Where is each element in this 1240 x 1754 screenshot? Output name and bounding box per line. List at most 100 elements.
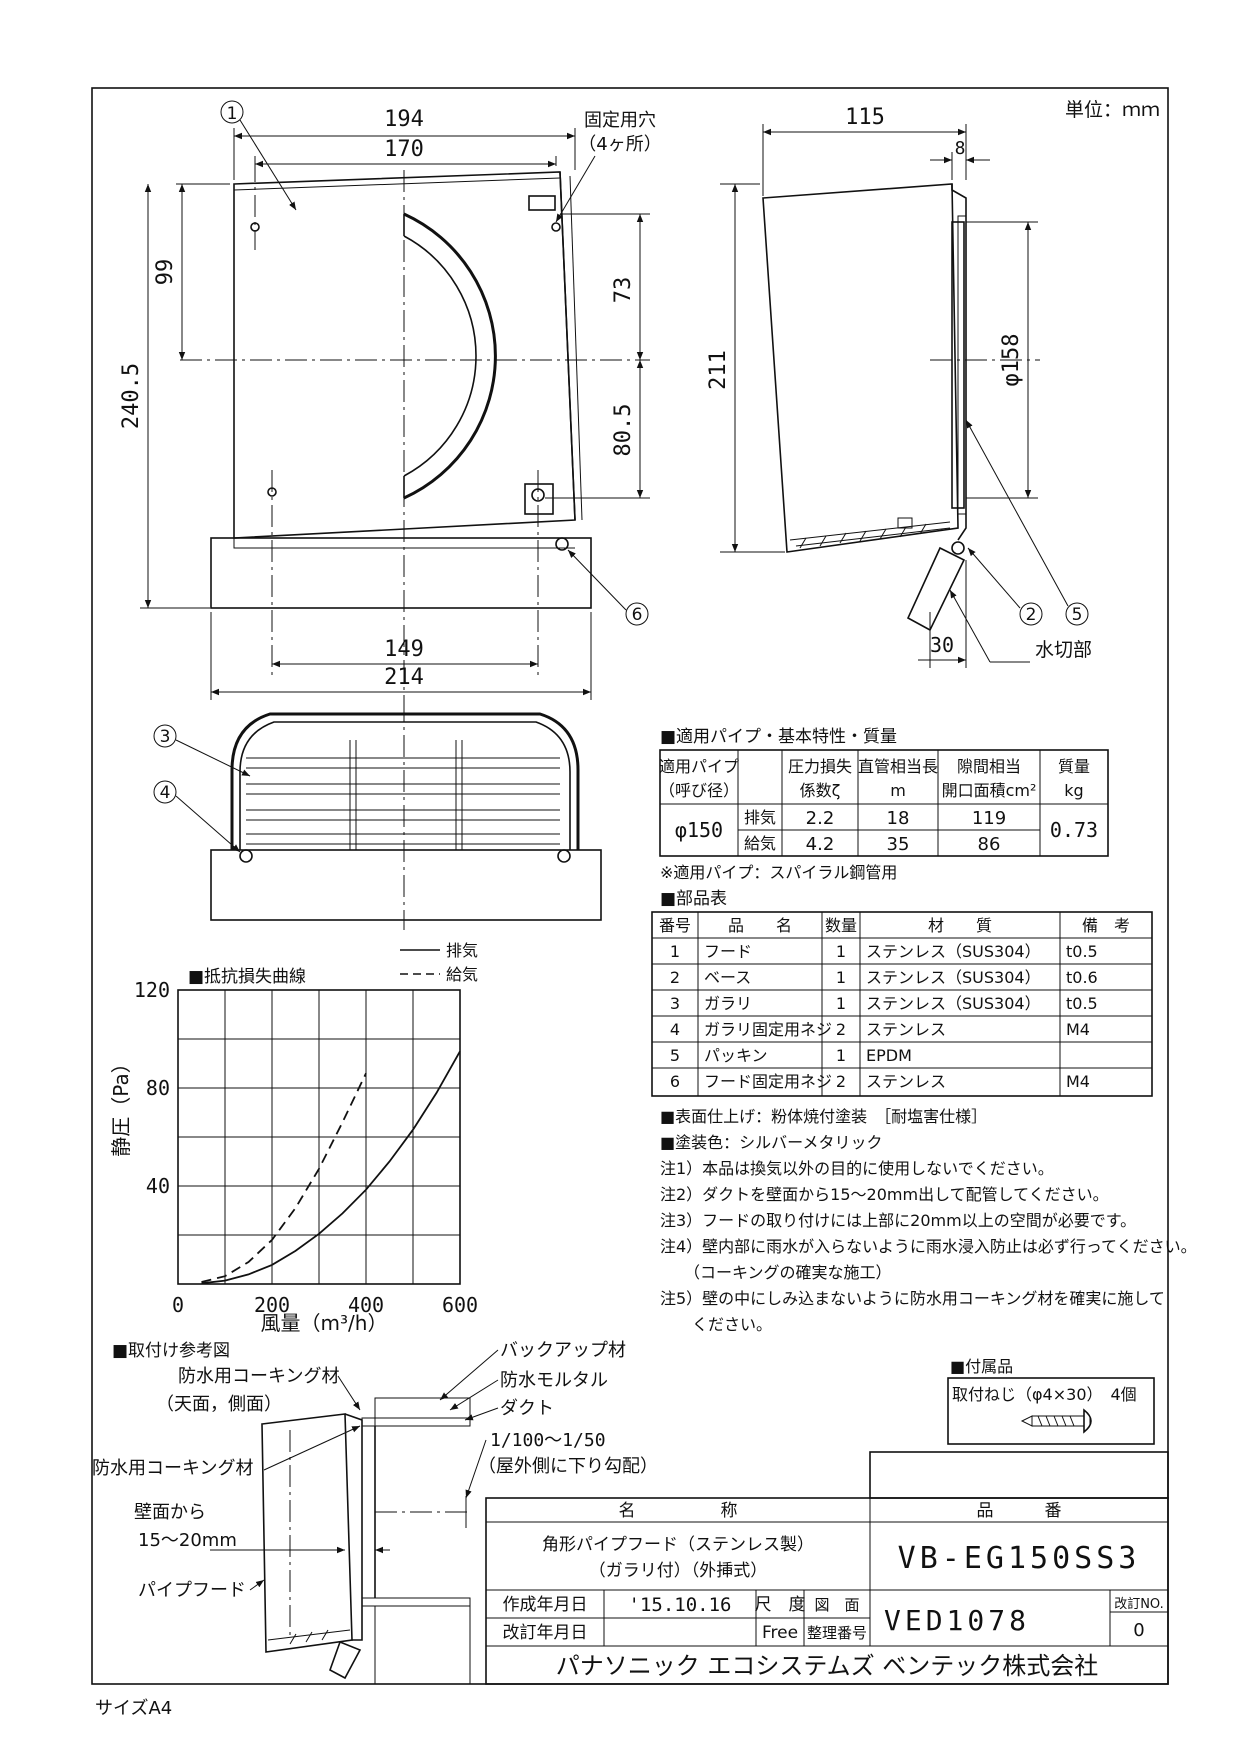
svg-text:2: 2 (1026, 605, 1037, 625)
part2-mat: ステンレス（SUS304） (866, 968, 1041, 987)
part6-qty: 2 (836, 1072, 846, 1091)
dim-2405: 240.5 (119, 363, 144, 429)
label-hood: パイプフード (138, 1580, 246, 1601)
tb-product-no: VB-EG150SS3 (898, 1541, 1141, 1576)
spec-row2-area: 86 (978, 834, 1001, 855)
label-caulk: 防水用コーキング材 (92, 1458, 253, 1479)
dim-30: 30 (930, 633, 954, 657)
holes-count: （4ヶ所） (578, 134, 661, 155)
spec-h-len: 直管相当長 (858, 757, 938, 776)
spec-row2-len: 35 (887, 834, 910, 855)
legend-supply: 給気 (446, 965, 478, 984)
part1-mat: ステンレス（SUS304） (866, 942, 1041, 961)
spec-row1-len: 18 (887, 808, 910, 829)
part6-name: フード固定用ネジ (704, 1072, 832, 1091)
spec-h-mass: 質量 (1058, 757, 1090, 776)
chart-ylabel: 静圧（Pa） (109, 1053, 133, 1156)
part1-name: フード (704, 942, 752, 961)
label-wall-gap: 15～20mm (138, 1530, 237, 1551)
spec-h-zeta: 圧力損失 (788, 757, 852, 776)
dim-73: 73 (611, 277, 636, 304)
part4-no: 4 (670, 1020, 680, 1039)
finish-2: ■塗装色：シルバーメタリック (660, 1133, 882, 1152)
part3-no: 3 (670, 994, 680, 1013)
spec-mass: 0.73 (1050, 818, 1098, 842)
tb-name-header: 名 称 (619, 1501, 738, 1521)
spec-pipe: φ150 (675, 818, 723, 842)
label-backup: バックアップ材 (500, 1340, 626, 1361)
tb-revised-label: 改訂年月日 (503, 1623, 588, 1643)
tb-name-1: 角形パイプフード（ステンレス製） (542, 1535, 814, 1555)
part5-mat: EPDM (866, 1046, 912, 1065)
part5-qty: 1 (836, 1046, 846, 1065)
accessory-heading: ■付属品 (950, 1357, 1013, 1376)
part4-name: ガラリ固定用ネジ (704, 1020, 832, 1039)
part6-note: M4 (1066, 1072, 1090, 1091)
install-diagram: ■取付け参考図 防水用コーキング材 （天面，側面） 防水用コーキング材 壁面から… (92, 1340, 658, 1685)
spec-row1-area: 119 (972, 808, 1006, 829)
dim-8: 8 (955, 138, 966, 159)
part5-name: パッキン (704, 1046, 768, 1065)
svg-text:6: 6 (632, 605, 643, 625)
parts-h-no: 番号 (659, 916, 691, 935)
spec-row1-zeta: 2.2 (806, 808, 835, 829)
note-3: 注3）フードの取り付けには上部に20mm以上の空間が必要です。 (660, 1211, 1136, 1230)
tb-name-2: （ガラリ付）（外挿式） (589, 1561, 768, 1581)
label-duct: ダクト (500, 1398, 554, 1419)
part1-note: t0.5 (1066, 942, 1098, 961)
finish-1: ■表面仕上げ：粉体焼付塗装 ［耐塩害仕様］ (660, 1107, 987, 1126)
dim-211: 211 (706, 350, 731, 390)
bottom-view: 3 4 (153, 700, 602, 930)
part4-mat: ステンレス (866, 1020, 946, 1039)
callout-6 (625, 602, 649, 626)
spec-h-len-sub: m (890, 781, 906, 800)
water-cut-label: 水切部 (1035, 639, 1092, 661)
part6-mat: ステンレス (866, 1072, 946, 1091)
chart-x-tick: 400 (348, 1293, 384, 1317)
svg-text:1: 1 (227, 104, 238, 124)
tb-rev: 0 (1133, 1620, 1144, 1641)
front-view (180, 160, 650, 710)
tb-created-date: '15.10.16 (629, 1594, 732, 1616)
label-slope-sub: （屋外側に下り勾配） (478, 1456, 658, 1477)
part2-qty: 1 (836, 968, 846, 987)
part4-qty: 2 (836, 1020, 846, 1039)
spec-h-area-sub: 開口面積cm² (942, 781, 1037, 800)
label-mortar: 防水モルタル (500, 1370, 608, 1391)
tb-company: パナソニック エコシステムズ ベンテック株式会社 (556, 1652, 1099, 1680)
parts-heading: ■部品表 (660, 889, 727, 909)
notes-block: ■表面仕上げ：粉体焼付塗装 ［耐塩害仕様］ ■塗装色：シルバーメタリック 注1）… (660, 1107, 1197, 1334)
tb-drawing-no: VED1078 (884, 1604, 1030, 1637)
parts-h-mat: 材 質 (928, 916, 992, 935)
chart-title: ■抵抗損失曲線 (188, 967, 306, 987)
label-slope: 1/100～1/50 (490, 1430, 606, 1451)
holes-label: 固定用穴 (584, 110, 656, 131)
part1-qty: 1 (836, 942, 846, 961)
accessory-text: 取付ねじ（φ4×30） 4個 (952, 1385, 1137, 1404)
dim-149: 149 (384, 637, 424, 662)
spec-row1-type: 排気 (744, 808, 776, 827)
chart-y-tick: 120 (134, 978, 170, 1002)
front-dims: 194 170 149 214 99 240.5 73 80.5 固定用穴 （4… (119, 100, 662, 700)
svg-text:4: 4 (160, 783, 171, 803)
callout-4 (153, 780, 177, 804)
spec-h-zeta-sub: 係数ζ (800, 781, 841, 800)
callout-2 (1019, 602, 1043, 626)
spec-h-mass-sub: kg (1064, 781, 1083, 800)
spec-h-pipe-sub: （呼び径） (659, 781, 739, 800)
tb-rev-label: 改訂NO. (1114, 1596, 1164, 1612)
note-5: 注5）壁の中にしみ込まないように防水用コーキング材を確実に施して (660, 1289, 1165, 1308)
chart-x-tick: 600 (442, 1293, 478, 1317)
parts-h-qty: 数量 (825, 916, 857, 935)
note-5b: ください。 (660, 1315, 772, 1334)
dim-170: 170 (384, 137, 424, 162)
tb-drawing-label: 図 面 (814, 1596, 859, 1614)
tb-no-header: 品 番 (977, 1501, 1062, 1521)
chart-series-supply (201, 1072, 367, 1283)
spec-row2-zeta: 4.2 (806, 834, 835, 855)
chart-legend: 排気 給気 (400, 941, 478, 984)
dim-phi158: φ158 (999, 334, 1024, 387)
parts-table: ■部品表 番号 品 名 数量 材 質 備 考 1 フード 1 ステンレス（SUS… (651, 889, 1153, 1097)
